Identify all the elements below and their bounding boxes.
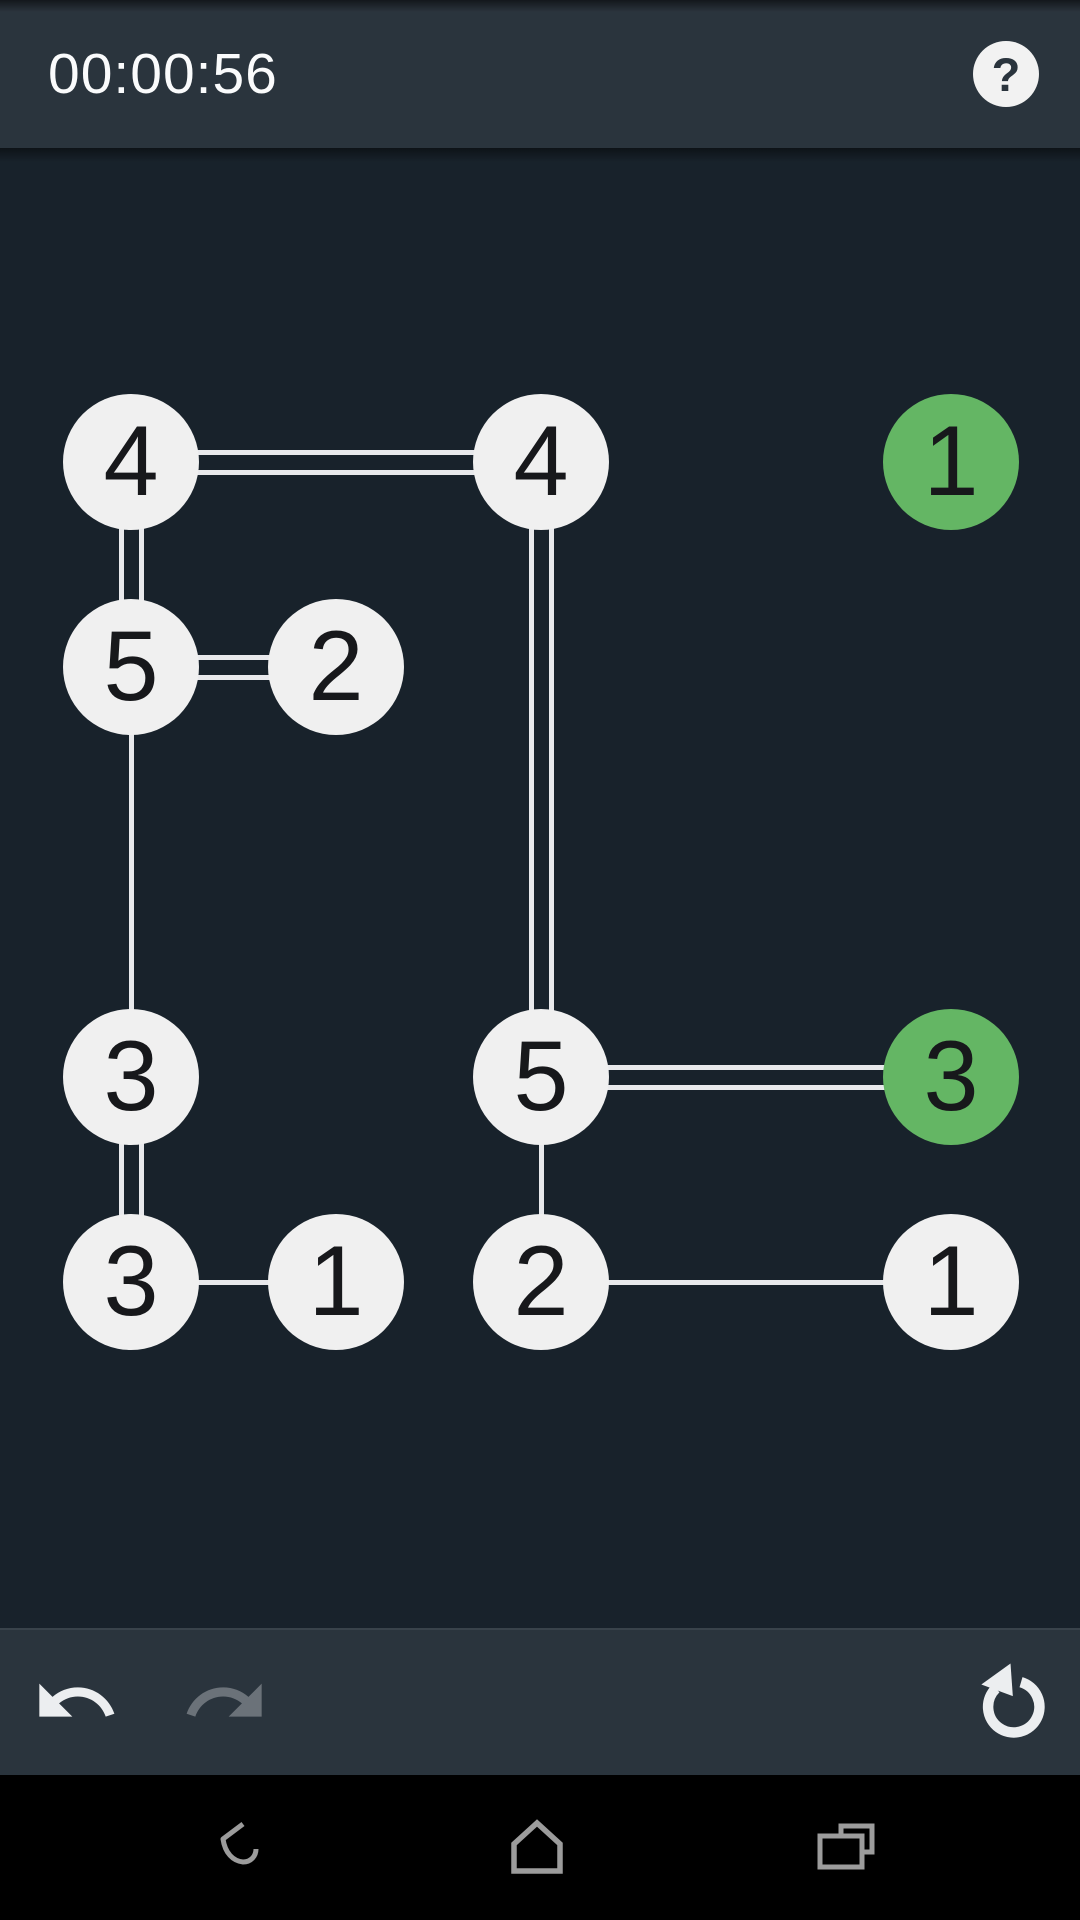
node-r2c1[interactable]: 5 [63, 599, 199, 735]
bridge-r4c3-r5c3[interactable] [538, 1077, 544, 1282]
node-value: 2 [308, 609, 364, 721]
back-icon [202, 1812, 274, 1884]
node-r5c5[interactable]: 1 [883, 1214, 1019, 1350]
node-r1c3[interactable]: 4 [473, 394, 609, 530]
restart-button[interactable] [972, 1660, 1056, 1744]
node-r1c5[interactable]: 1 [883, 394, 1019, 530]
bridge-r1c1-r2c1[interactable] [118, 462, 124, 667]
bridge-r2c1-r2c2[interactable] [131, 654, 336, 660]
bridge-r1c3-r4c3[interactable] [548, 462, 554, 1077]
timer: 00:00:56 [48, 42, 278, 106]
android-nav-bar [0, 1775, 1080, 1920]
bridge-r4c3-r4c5[interactable] [541, 1084, 951, 1090]
bridge-r1c3-r4c3[interactable] [528, 462, 534, 1077]
nav-back-button[interactable] [202, 1812, 274, 1884]
node-r5c3[interactable]: 2 [473, 1214, 609, 1350]
node-value: 5 [513, 1019, 569, 1131]
node-value: 4 [103, 404, 159, 516]
node-value: 5 [103, 609, 159, 721]
node-r1c1[interactable]: 4 [63, 394, 199, 530]
bridge-r2c1-r2c2[interactable] [131, 674, 336, 680]
top-bar: 00:00:56 ? [0, 0, 1080, 162]
nav-home-button[interactable] [501, 1812, 573, 1884]
node-value: 1 [308, 1224, 364, 1336]
node-value: 4 [513, 404, 569, 516]
bridge-r1c1-r1c3[interactable] [131, 469, 541, 475]
undo-icon [32, 1658, 120, 1746]
node-value: 3 [103, 1224, 159, 1336]
node-value: 1 [923, 1224, 979, 1336]
node-value: 3 [923, 1019, 979, 1131]
undo-button[interactable] [32, 1658, 120, 1746]
bridge-r1c1-r1c3[interactable] [131, 449, 541, 455]
node-value: 2 [513, 1224, 569, 1336]
bridge-r1c1-r2c1[interactable] [138, 462, 144, 667]
node-r4c3[interactable]: 5 [473, 1009, 609, 1145]
restart-icon [972, 1660, 1056, 1744]
bridge-r2c1-r4c1[interactable] [128, 667, 134, 1077]
node-value: 3 [103, 1019, 159, 1131]
node-r4c5[interactable]: 3 [883, 1009, 1019, 1145]
home-icon [501, 1812, 573, 1884]
bridge-r4c3-r4c5[interactable] [541, 1064, 951, 1070]
node-r5c1[interactable]: 3 [63, 1214, 199, 1350]
game-board[interactable]: 4 4 1 5 2 3 5 3 3 1 2 1 [0, 0, 1080, 1775]
toolbar [0, 1628, 1080, 1775]
bridge-r4c1-r5c1[interactable] [118, 1077, 124, 1282]
nav-recents-button[interactable] [808, 1812, 880, 1884]
recents-icon [808, 1812, 880, 1884]
help-icon: ? [991, 47, 1021, 101]
redo-button[interactable] [181, 1658, 269, 1746]
redo-icon [181, 1658, 269, 1746]
help-button[interactable]: ? [973, 41, 1039, 107]
node-r4c1[interactable]: 3 [63, 1009, 199, 1145]
bridge-r5c1-r5c2[interactable] [131, 1279, 336, 1285]
node-r2c2[interactable]: 2 [268, 599, 404, 735]
node-value: 1 [923, 404, 979, 516]
bridge-r5c3-r5c5[interactable] [541, 1279, 951, 1285]
bridge-r4c1-r5c1[interactable] [138, 1077, 144, 1282]
node-r5c2[interactable]: 1 [268, 1214, 404, 1350]
